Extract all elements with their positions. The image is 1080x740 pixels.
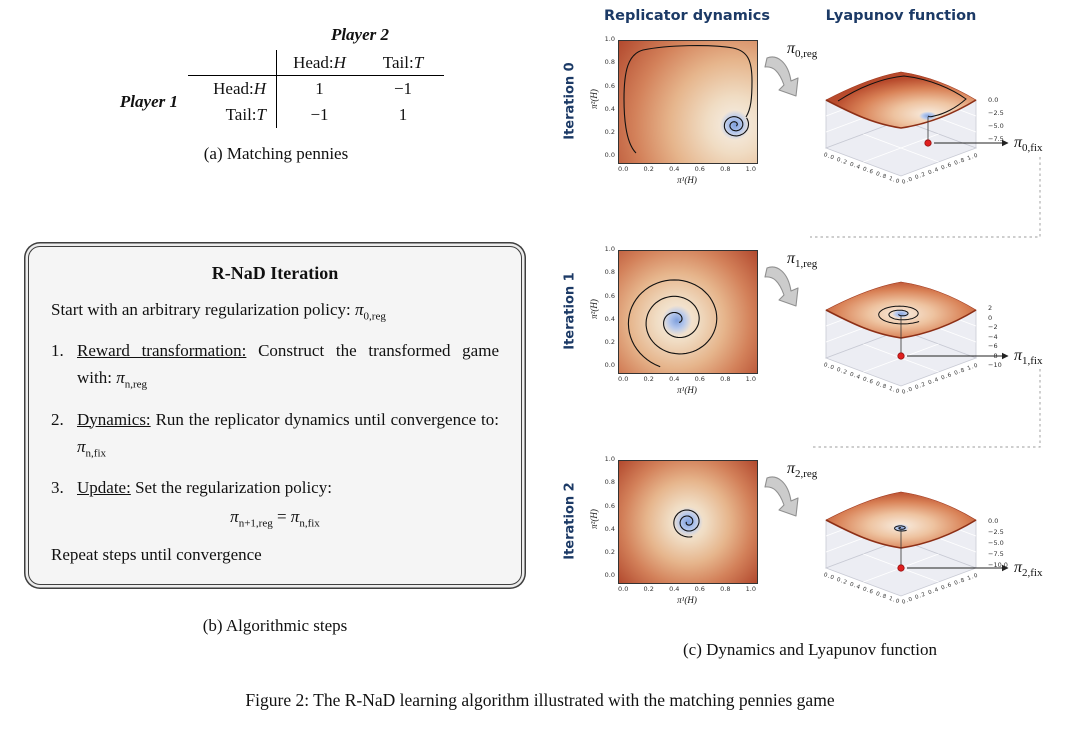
surface-trajectory bbox=[837, 75, 967, 118]
row-label-head: Head: H bbox=[213, 79, 266, 98]
trajectory-canvas bbox=[673, 509, 700, 538]
payoff-table: Player 2 Head: H Tail: T Player 1 Head: … bbox=[108, 20, 444, 128]
update-equation: πn+1,reg = πn,fix bbox=[230, 507, 320, 530]
player1-label: Player 1 bbox=[119, 92, 178, 111]
column-header-tail: Tail: T bbox=[362, 50, 444, 76]
step-number: 2. bbox=[51, 409, 64, 429]
x-axis-label: π¹(H) bbox=[677, 385, 697, 395]
transform-arrow bbox=[764, 56, 799, 97]
column-header-head: Head: H bbox=[276, 50, 362, 76]
iteration-1-label: Iteration 1 bbox=[562, 272, 578, 350]
x-axis-ticks: 0.0 0.2 0.4 0.6 0.8 1.0 bbox=[618, 375, 756, 383]
panel-c-caption: (c) Dynamics and Lyapunov function bbox=[683, 640, 937, 659]
fixed-point-dot bbox=[897, 352, 905, 360]
matching-pennies-panel: Player 2 Head: H Tail: T Player 1 Head: … bbox=[108, 20, 444, 164]
algorithm-step-1: 1. Reward transformation: Construct the … bbox=[51, 337, 499, 391]
replicator-plot-iteration-1: π²(H) 1.0 0.8 0.6 0.4 0.2 0.0 0.0 0.2 0.… bbox=[588, 245, 766, 400]
phase-plot-area bbox=[618, 250, 758, 374]
trajectory-loop bbox=[623, 44, 753, 154]
trajectory-canvas bbox=[623, 44, 753, 154]
surface-front-edge bbox=[825, 99, 977, 129]
phase-plot-area bbox=[618, 460, 758, 584]
trajectory-spiral bbox=[723, 116, 750, 137]
step-text: Dynamics: Run the replicator dynamics un… bbox=[77, 409, 500, 460]
pi-1-fix-label: π1,fix bbox=[1014, 347, 1043, 368]
surface-trajectory bbox=[878, 305, 920, 325]
x-axis-label: π¹(H) bbox=[677, 175, 697, 185]
trajectory-spiral bbox=[673, 509, 700, 538]
replicator-plot-iteration-2: π²(H) 1.0 0.8 0.6 0.4 0.2 0.0 0.0 0.2 0.… bbox=[588, 455, 766, 610]
algorithm-step-3: 3. Update: Set the regularization policy… bbox=[51, 474, 499, 501]
rnad-iteration-box: R-NaD Iteration Start with an arbitrary … bbox=[28, 246, 522, 586]
iteration-0-label: Iteration 0 bbox=[562, 62, 578, 140]
box-title: R-NaD Iteration bbox=[211, 263, 339, 283]
payoff-cell: −1 bbox=[276, 102, 362, 128]
pi-0-reg: π0,reg bbox=[355, 300, 386, 323]
table-corner-cell bbox=[188, 50, 276, 76]
trajectory-spiral bbox=[627, 279, 718, 368]
pi-n-fix: πn,fix bbox=[77, 436, 107, 460]
z-axis-ticks: 0.0 −2.5 −5.0 −7.5 −10.0 bbox=[988, 517, 1008, 569]
step-number: 1. bbox=[51, 341, 64, 361]
payoff-cell: 1 bbox=[398, 105, 408, 124]
lyapunov-plot-iteration-0: 0.0 0.2 0.4 0.6 0.8 1.0 0.0 0.2 0.4 0.6 … bbox=[823, 71, 979, 186]
pi-0-reg-label: π0,reg bbox=[787, 40, 818, 61]
trajectory-canvas bbox=[627, 279, 718, 368]
panel-a-caption: (a) Matching pennies bbox=[203, 144, 349, 163]
fixed-point-dot bbox=[924, 139, 932, 147]
payoff-cell: −1 bbox=[393, 79, 413, 98]
replicator-dynamics-header: Replicator dynamics bbox=[603, 8, 771, 24]
transform-arrow bbox=[764, 476, 799, 517]
x-axis-ticks: 0.0 0.2 0.4 0.6 0.8 1.0 bbox=[618, 165, 756, 173]
step-text: Reward transformation: Construct the tra… bbox=[77, 341, 499, 391]
iteration-2-label: Iteration 2 bbox=[562, 482, 578, 560]
player2-label: Player 2 bbox=[330, 25, 390, 44]
z-axis-ticks: 0.0 −2.5 −5.0 −7.5 bbox=[988, 96, 1004, 143]
lyapunov-plot-iteration-1: 0.0 0.2 0.4 0.6 0.8 1.0 0.0 0.2 0.4 0.6 … bbox=[823, 281, 979, 396]
y-axis-ticks: 1.0 0.8 0.6 0.4 0.2 0.0 bbox=[604, 35, 615, 160]
fixed-point-dot bbox=[897, 564, 905, 572]
pi-0-fix-label: π0,fix bbox=[1014, 134, 1043, 155]
panel-b-caption: (b) Algorithmic steps bbox=[202, 616, 348, 635]
phase-plot-area bbox=[618, 40, 758, 164]
pi-2-fix-label: π2,fix bbox=[1014, 559, 1043, 580]
x-axis-label: π¹(H) bbox=[677, 595, 697, 605]
basin-highlight bbox=[892, 309, 910, 319]
payoff-cell: 1 bbox=[276, 76, 362, 102]
pi-1-reg-label: π1,reg bbox=[787, 250, 818, 271]
algorithm-panel: R-NaD Iteration Start with an arbitrary … bbox=[28, 246, 522, 586]
y-axis-ticks: 1.0 0.8 0.6 0.4 0.2 0.0 bbox=[604, 245, 615, 370]
pi-2-reg-label: π2,reg bbox=[787, 460, 818, 481]
x-axis-ticks: 0.0 0.2 0.4 0.6 0.8 1.0 bbox=[618, 585, 756, 593]
replicator-plot-iteration-0: π²(H) 1.0 0.8 0.6 0.4 0.2 0.0 0.0 0.2 0.… bbox=[588, 35, 766, 190]
transform-arrow bbox=[764, 266, 799, 307]
algorithm-step-2: 2. Dynamics: Run the replicator dynamics… bbox=[51, 406, 499, 460]
y-axis-ticks: 1.0 0.8 0.6 0.4 0.2 0.0 bbox=[604, 455, 615, 580]
row-label-tail: Tail: T bbox=[225, 105, 266, 124]
pi-n-reg: πn,reg bbox=[116, 368, 148, 391]
step-number: 3. bbox=[51, 477, 64, 497]
figure-caption: Figure 2: The R-NaD learning algorithm i… bbox=[245, 690, 835, 710]
intro-text: Start with an arbitrary regularization p… bbox=[51, 300, 386, 323]
lyapunov-plot-iteration-2: 0.0 0.2 0.4 0.6 0.8 1.0 0.0 0.2 0.4 0.6 … bbox=[823, 491, 979, 606]
step-text: Update: Set the regularization policy: bbox=[77, 477, 332, 497]
surface-trajectory bbox=[894, 525, 907, 532]
lyapunov-function-header: Lyapunov function bbox=[825, 8, 977, 24]
outro-text: Repeat steps until convergence bbox=[51, 545, 262, 565]
